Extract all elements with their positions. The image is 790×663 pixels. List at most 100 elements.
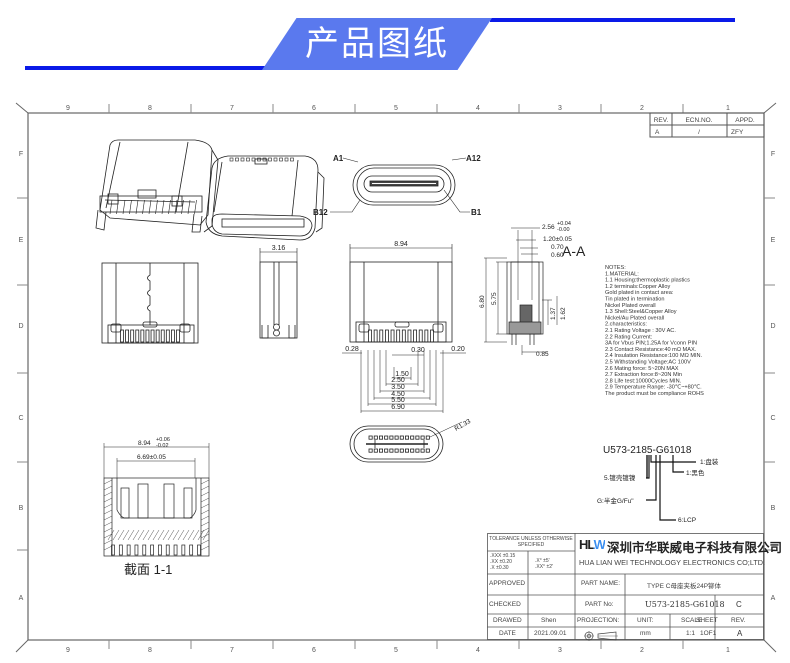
rev-label: REV. bbox=[731, 617, 746, 624]
sheet-label: SHEET bbox=[696, 617, 718, 624]
hatch-line bbox=[127, 529, 135, 541]
terminal-pin bbox=[187, 199, 191, 215]
terminal-pin bbox=[235, 157, 239, 162]
column-zone-labels: 9 8 7 6 5 4 3 2 1 9 8 7 6 5 4 3 2 1 bbox=[66, 105, 730, 654]
unit-value: mm bbox=[640, 630, 651, 637]
hatch-line bbox=[103, 503, 113, 509]
contact-pad bbox=[404, 435, 409, 440]
terminal-pin bbox=[130, 329, 135, 343]
column-label: 3 bbox=[558, 647, 562, 654]
hatch-line bbox=[103, 479, 113, 485]
dim-8-94-tol-down: -0.02 bbox=[156, 443, 169, 449]
front-view-left bbox=[101, 262, 199, 344]
hatch-line bbox=[192, 529, 200, 541]
hatch-line bbox=[103, 509, 113, 515]
terminal-pin bbox=[279, 157, 283, 162]
legend-packing: 1:盘装 bbox=[700, 457, 719, 466]
column-label: 9 bbox=[66, 105, 70, 112]
hatch-line bbox=[200, 545, 210, 551]
logo-text: HLW bbox=[579, 537, 606, 552]
contact-pad bbox=[415, 448, 420, 453]
contact-pad bbox=[384, 435, 389, 440]
note-line: NOTES: bbox=[605, 265, 626, 271]
pin-label-b12: B12 bbox=[313, 208, 328, 217]
side-view-width-dim: 3.16 bbox=[272, 245, 286, 252]
terminal-pin bbox=[396, 329, 401, 343]
legend-contact-plating: G:半金G/Fu" bbox=[597, 496, 634, 505]
note-line: 1.1 Housing:thermoplastic plastics bbox=[605, 278, 690, 284]
terminal-pin bbox=[173, 544, 178, 556]
terminal-pin bbox=[122, 199, 126, 215]
front-view-dimensions: 8.94 0.28 0.30 0.20 1.50 2.50 3.50 4.50 … bbox=[345, 241, 465, 411]
note-line: 2.1 Rating Voltage : 30V AC. bbox=[605, 328, 676, 334]
section-a-a-view bbox=[484, 227, 558, 355]
dim-1-37: 1.37 bbox=[550, 307, 557, 320]
hatch-line bbox=[200, 485, 210, 491]
rev-value: A bbox=[737, 629, 743, 638]
dim-5-50: 5.50 bbox=[391, 397, 405, 404]
terminal-pin bbox=[194, 199, 197, 215]
terminal-pin bbox=[418, 329, 423, 343]
terminal-pin bbox=[430, 329, 434, 343]
terminal-pin bbox=[240, 157, 245, 162]
contact-pad bbox=[384, 448, 389, 453]
part-code: U573-2185-G61018 bbox=[603, 445, 692, 456]
drawing-border bbox=[27, 112, 765, 641]
contact-pad bbox=[373, 448, 378, 453]
front-view-dimensioned bbox=[342, 244, 466, 413]
hatch-line bbox=[200, 533, 210, 539]
row-label: D bbox=[770, 323, 775, 330]
terminal-pin bbox=[189, 544, 194, 556]
contact-pad bbox=[368, 435, 373, 440]
row-label: B bbox=[771, 505, 776, 512]
date-label: DATE bbox=[499, 630, 516, 637]
appd-header: APPD. bbox=[735, 117, 755, 124]
terminal-pin bbox=[135, 329, 140, 343]
terminal-pin bbox=[197, 544, 201, 556]
side-view bbox=[259, 248, 298, 339]
dim-4-50: 4.50 bbox=[391, 391, 405, 398]
projection-label: PROJECTION: bbox=[577, 617, 620, 624]
dim-0-70: 0.70 bbox=[551, 244, 564, 251]
appd-value: ZFY bbox=[731, 129, 744, 136]
legend-shell-plating: 5.镀壳镀镍 bbox=[604, 473, 636, 482]
row-zone-labels: F E D C B A F E D C B A bbox=[18, 151, 775, 602]
legend-material: 6:LCP bbox=[678, 517, 696, 524]
dim-0-28: 0.28 bbox=[345, 346, 359, 353]
dim-2-56-tol-down: -0.00 bbox=[557, 227, 570, 233]
note-line: 2.8 Life test:10000Cycles MIN. bbox=[605, 378, 682, 384]
pin-label-a12: A12 bbox=[466, 154, 481, 163]
drawed-value: Shen bbox=[541, 617, 557, 624]
hatch-line bbox=[177, 529, 185, 541]
title-block: TOLERANCE UNLESS OTHERWISE SPECIFIED .XX… bbox=[487, 533, 782, 641]
notes-block: NOTES:1.MATERIAL: 1.1 Housing:thermoplas… bbox=[605, 265, 704, 397]
dim-1-62: 1.62 bbox=[560, 307, 567, 320]
column-zone-ticks bbox=[108, 104, 684, 649]
contact-pad bbox=[410, 435, 415, 440]
terminal-pin bbox=[424, 329, 429, 343]
dim-0-30: 0.30 bbox=[411, 347, 425, 354]
terminal-pin bbox=[155, 329, 160, 343]
radius-dimension: R1.33 bbox=[454, 418, 473, 433]
dim-2-56-tol-up: +0.04 bbox=[557, 221, 571, 227]
note-line: Gold plated in contact area: bbox=[605, 290, 674, 296]
hatch-line bbox=[122, 529, 130, 541]
terminal-pin bbox=[368, 329, 372, 343]
hatch-line bbox=[157, 529, 165, 541]
hatch-line bbox=[200, 527, 210, 533]
hatch-line bbox=[202, 529, 210, 541]
terminal-pin bbox=[181, 544, 186, 556]
note-line: Nickel/Au Plated overall bbox=[605, 315, 664, 321]
terminal-pin bbox=[268, 157, 272, 162]
terminal-pin bbox=[120, 329, 124, 343]
terminal-pin bbox=[385, 329, 389, 343]
tol-xxx: .XXX ±0.15 bbox=[490, 553, 516, 559]
contact-pad bbox=[399, 435, 404, 440]
terminal-pin bbox=[140, 329, 145, 343]
note-line: 2.4 Insulation Resistance:100 MΩ MIN. bbox=[605, 353, 703, 359]
row-label: D bbox=[18, 323, 23, 330]
column-label: 2 bbox=[640, 105, 644, 112]
row-label: A bbox=[771, 595, 776, 602]
column-label: 9 bbox=[66, 647, 70, 654]
note-line: 2.9 Temperature Range: -30℃~+80℃. bbox=[605, 384, 702, 391]
